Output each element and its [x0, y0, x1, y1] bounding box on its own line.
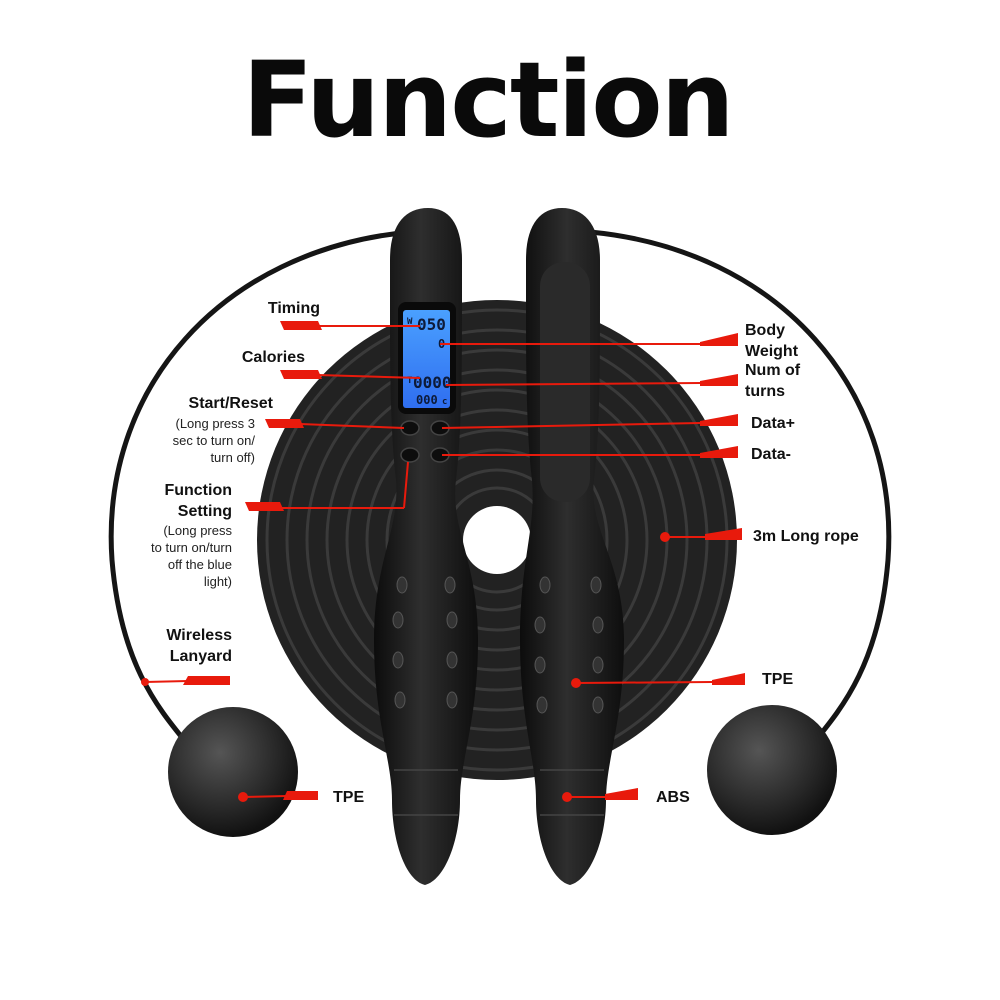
lcd-timer-value: 0000 — [413, 373, 452, 392]
label-num-of-turns: Num of turns — [745, 362, 801, 400]
label-long-rope: 3m Long rope — [753, 528, 859, 545]
right-handle — [520, 208, 624, 885]
tpe-handle-marker — [712, 673, 745, 685]
callout-lines — [141, 321, 745, 802]
lcd-calorie-value: 000 — [416, 393, 438, 407]
label-abs: ABS — [656, 789, 690, 806]
data-plus-marker — [700, 414, 738, 426]
lcd-screen — [403, 310, 450, 408]
label-start-reset-note: (Long press 3 sec to turn on/ turn off) — [172, 416, 255, 465]
data-minus-marker — [700, 446, 738, 458]
lcd-readout: W 050 T 0000 000 c 0 — [407, 315, 452, 407]
label-body-weight: Body Weight — [745, 322, 799, 360]
label-tpe-ball: TPE — [333, 789, 365, 806]
abs-marker — [605, 788, 638, 800]
calories-marker — [280, 370, 322, 379]
left-cord — [108, 229, 411, 762]
label-data-minus: Data- — [751, 446, 792, 463]
label-timing: Timing — [267, 300, 320, 317]
label-data-plus: Data+ — [751, 415, 796, 432]
wireless-lanyard-marker — [183, 676, 230, 685]
label-function-setting-note: (Long press to turn on/turn off the blue… — [151, 523, 232, 589]
lcd-weight-value: 050 — [417, 315, 446, 334]
tpe-ball-marker — [283, 791, 318, 800]
long-rope-marker — [705, 528, 742, 540]
function-setting-marker — [245, 502, 284, 511]
label-calories: Calories — [241, 349, 305, 366]
function-setting-button — [400, 447, 420, 463]
left-weight-ball — [168, 707, 298, 837]
right-cord — [589, 229, 892, 762]
lcd-top-left: W — [407, 317, 413, 327]
page-title: Function — [242, 39, 734, 161]
label-function-setting: Function Setting — [164, 482, 232, 520]
lcd-bottom-left: T — [407, 376, 413, 386]
start-reset-marker — [265, 419, 304, 428]
label-tpe-handle: TPE — [762, 671, 794, 688]
timing-marker — [280, 321, 322, 330]
label-wireless-lanyard: Wireless Lanyard — [166, 627, 232, 665]
lcd-unit: c — [442, 397, 447, 407]
body-weight-marker — [700, 333, 738, 346]
right-weight-ball — [707, 705, 837, 835]
num-turns-marker — [700, 374, 738, 386]
label-start-reset: Start/Reset — [188, 395, 273, 412]
